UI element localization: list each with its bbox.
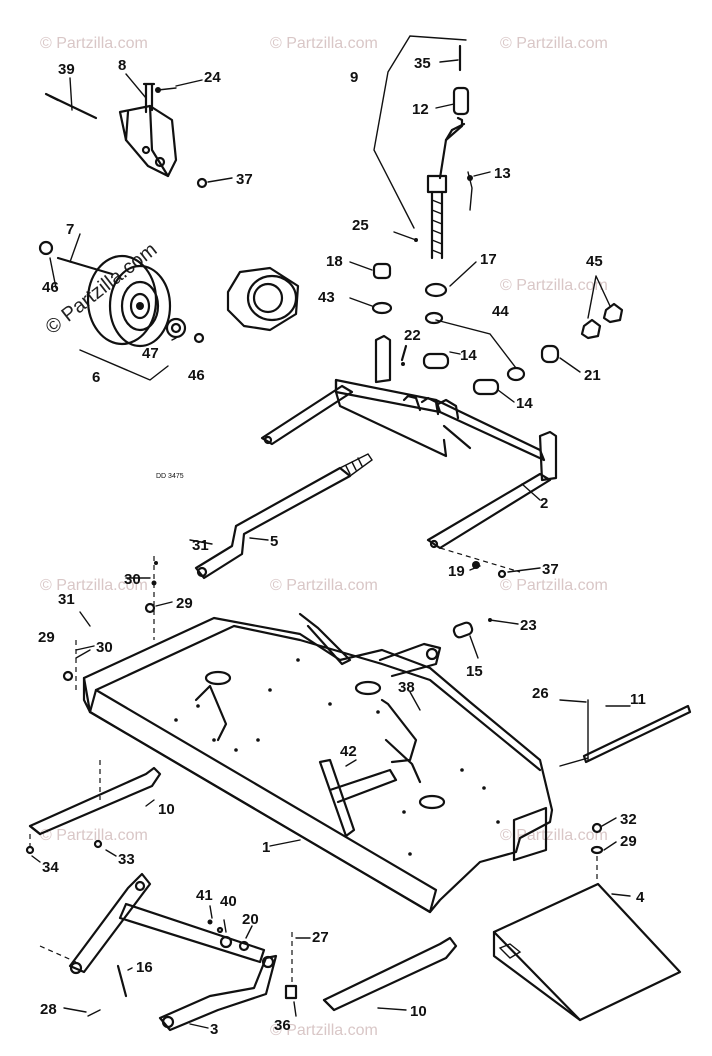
callout-18: 18 xyxy=(326,253,343,270)
callout-10: 10 xyxy=(158,801,175,818)
callout-27: 27 xyxy=(312,929,329,946)
callout-29: 29 xyxy=(620,833,637,850)
callout-26: 26 xyxy=(532,685,549,702)
watermark: © Partzilla.com xyxy=(500,277,608,294)
callout-41: 41 xyxy=(196,887,213,904)
callout-44: 44 xyxy=(492,303,509,320)
callout-14: 14 xyxy=(516,395,533,412)
watermark-group: © Partzilla.com © Partzilla.com © Partzi… xyxy=(40,35,608,1039)
watermark: © Partzilla.com xyxy=(500,827,608,844)
watermark: © Partzilla.com xyxy=(40,577,148,594)
callout-16: 16 xyxy=(136,959,153,976)
callout-8: 8 xyxy=(118,57,126,74)
caster-bracket-assembly xyxy=(44,82,208,189)
callout-38: 38 xyxy=(398,679,415,696)
watermark: © Partzilla.com xyxy=(500,35,608,52)
callout-19: 19 xyxy=(448,563,465,580)
watermark-featured: © Partzilla.com xyxy=(42,239,162,339)
callout-labels: 39 8 24 37 9 35 12 13 25 7 18 17 45 46 4… xyxy=(38,55,646,1038)
callout-35: 35 xyxy=(414,55,431,72)
callout-15: 15 xyxy=(466,663,483,680)
callout-21: 21 xyxy=(584,367,601,384)
callout-30: 30 xyxy=(96,639,113,656)
lift-handle-assembly xyxy=(371,35,473,325)
callout-31: 31 xyxy=(192,537,209,554)
callout-45: 45 xyxy=(586,253,603,270)
lift-rod xyxy=(194,453,373,580)
callout-4: 4 xyxy=(636,889,645,906)
callout-10: 10 xyxy=(410,1003,427,1020)
callout-3: 3 xyxy=(210,1021,218,1038)
mower-deck xyxy=(62,556,554,914)
callout-2: 2 xyxy=(540,495,548,512)
callout-7: 7 xyxy=(66,221,74,238)
discharge-chute xyxy=(492,822,682,1022)
callout-29: 29 xyxy=(38,629,55,646)
watermark: © Partzilla.com xyxy=(270,35,378,52)
watermark: © Partzilla.com xyxy=(500,577,608,594)
callout-31: 31 xyxy=(58,591,75,608)
callout-22: 22 xyxy=(404,327,421,344)
callout-42: 42 xyxy=(340,743,357,760)
callout-30: 30 xyxy=(124,571,141,588)
callout-11: 11 xyxy=(630,691,646,708)
callout-23: 23 xyxy=(520,617,537,634)
watermark: © Partzilla.com xyxy=(40,35,148,52)
height-shaft xyxy=(559,699,692,767)
callout-1: 1 xyxy=(262,839,270,856)
watermark: © Partzilla.com xyxy=(270,577,378,594)
callout-37: 37 xyxy=(542,561,559,578)
watermark: © Partzilla.com xyxy=(40,827,148,844)
callout-33: 33 xyxy=(118,851,135,868)
drawing-code: DD 3475 xyxy=(156,473,184,480)
callout-34: 34 xyxy=(42,859,59,876)
callout-5: 5 xyxy=(270,533,278,550)
callout-28: 28 xyxy=(40,1001,57,1018)
callout-37: 37 xyxy=(236,171,253,188)
lift-frame xyxy=(260,275,624,579)
pin-assembly xyxy=(452,618,492,639)
callout-36: 36 xyxy=(274,1017,291,1034)
callout-47: 47 xyxy=(142,345,159,362)
callout-46: 46 xyxy=(42,279,59,296)
watermark: © Partzilla.com xyxy=(270,1022,378,1039)
skid-right xyxy=(322,936,458,1012)
callout-24: 24 xyxy=(204,69,221,86)
callout-9: 9 xyxy=(350,69,358,86)
callout-39: 39 xyxy=(58,61,75,78)
callout-20: 20 xyxy=(242,911,259,928)
leader-lines xyxy=(31,59,631,1029)
callout-46: 46 xyxy=(188,367,205,384)
callout-14: 14 xyxy=(460,347,477,364)
callout-25: 25 xyxy=(352,217,369,234)
callout-13: 13 xyxy=(494,165,511,182)
skid-left xyxy=(25,766,162,855)
callout-43: 43 xyxy=(318,289,335,306)
callout-40: 40 xyxy=(220,893,237,910)
callout-6: 6 xyxy=(92,369,100,386)
caster-wheel-assembly xyxy=(38,240,300,381)
front-hitch xyxy=(39,872,298,1032)
callout-29: 29 xyxy=(176,595,193,612)
callout-32: 32 xyxy=(620,811,637,828)
callout-12: 12 xyxy=(412,101,429,118)
callout-17: 17 xyxy=(480,251,497,268)
